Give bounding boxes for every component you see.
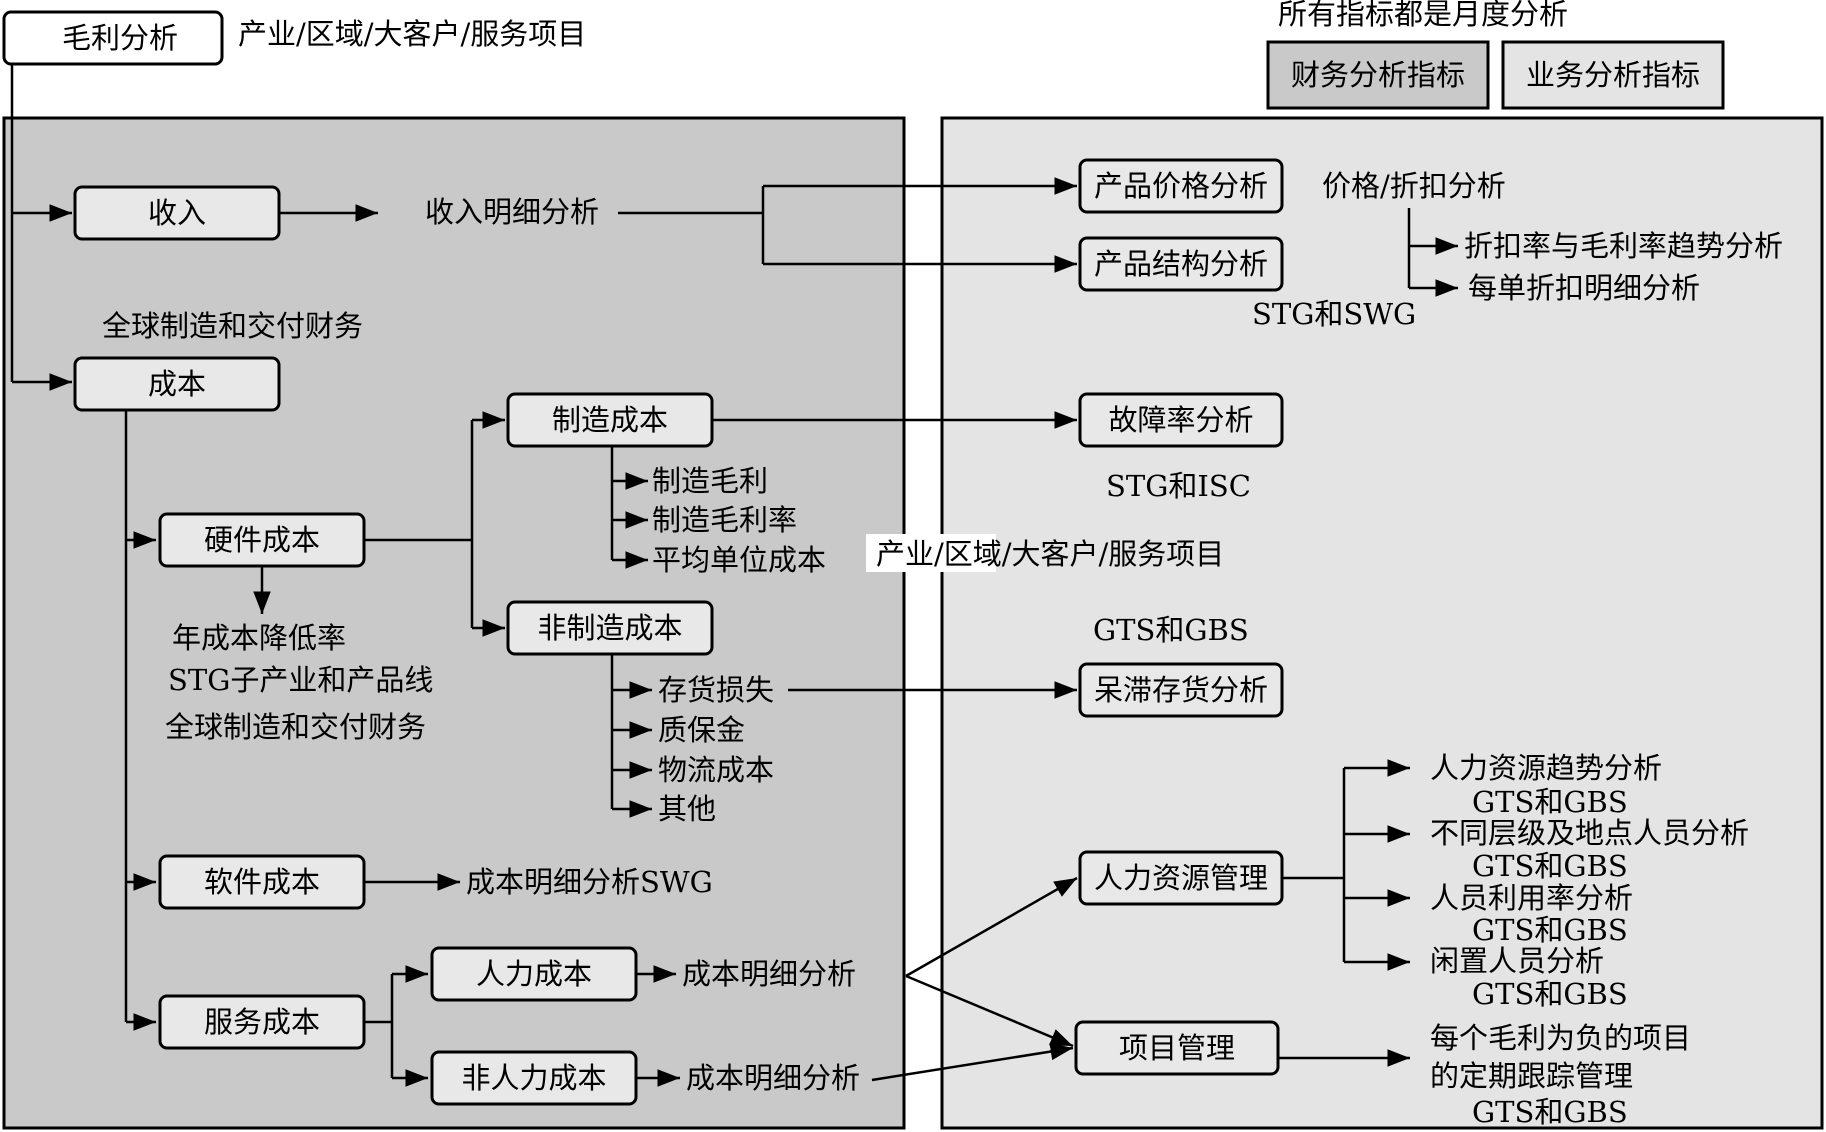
legend-business-label: 业务分析指标 xyxy=(1526,58,1700,92)
monthly-note: 所有指标都是月度分析 xyxy=(1278,0,1568,31)
global-finance-label: 全球制造和交付财务 xyxy=(102,309,363,343)
gross-margin-dimensions: 产业/区域/大客户/服务项目 xyxy=(238,17,586,51)
project-note-1: 每个毛利为负的项目 xyxy=(1430,1021,1691,1055)
hr-item-4-label: 闲置人员分析 xyxy=(1430,944,1604,978)
mfg-item-1: 制造毛利 xyxy=(652,464,768,498)
non-labor-cost-label: 非人力成本 xyxy=(461,1061,606,1095)
hr-item-3-owner: GTS和GBS xyxy=(1472,913,1628,947)
software-detail-label: 成本明细分析SWG xyxy=(466,865,713,899)
slow-inventory-label: 呆滞存货分析 xyxy=(1094,673,1268,707)
stg-isc-label: STG和ISC xyxy=(1106,469,1251,503)
revenue-detail-label: 收入明细分析 xyxy=(425,195,599,229)
hw-note-2: STG子产业和产品线 xyxy=(168,663,433,697)
project-owner: GTS和GBS xyxy=(1472,1095,1628,1129)
manufacturing-cost-label: 制造成本 xyxy=(552,403,668,437)
hr-item-2-owner: GTS和GBS xyxy=(1472,849,1628,883)
connector-arrow xyxy=(905,974,1074,1048)
labor-cost-label: 人力成本 xyxy=(476,957,592,991)
failure-rate-label: 故障率分析 xyxy=(1108,403,1253,437)
hr-item-3-label: 人员利用率分析 xyxy=(1430,881,1633,915)
business-panel xyxy=(940,116,1824,1130)
project-management-label: 项目管理 xyxy=(1119,1031,1235,1065)
service-cost-label: 服务成本 xyxy=(204,1005,320,1039)
non-manufacturing-cost-label: 非制造成本 xyxy=(537,611,682,645)
connector-arrow xyxy=(871,1042,1074,1082)
gross-margin-label: 毛利分析 xyxy=(62,21,178,55)
mfg-item-2: 制造毛利率 xyxy=(652,503,797,537)
gts-gbs-top-label: GTS和GBS xyxy=(1093,613,1249,647)
nonmfg-item-4: 其他 xyxy=(658,792,716,826)
hardware-cost-label: 硬件成本 xyxy=(204,523,320,557)
labor-detail-label: 成本明细分析 xyxy=(682,957,856,991)
dims-label-background xyxy=(866,534,996,572)
nonmfg-item-3: 物流成本 xyxy=(658,753,774,787)
structure-analysis-label: 产品结构分析 xyxy=(1094,247,1268,281)
legend-financial-box xyxy=(1266,40,1490,110)
hw-note-1: 年成本降低率 xyxy=(172,621,346,655)
mfg-item-3: 平均单位成本 xyxy=(652,543,826,577)
structure-analysis-box[interactable] xyxy=(1078,236,1284,292)
price-discount-label: 价格/折扣分析 xyxy=(1322,169,1506,203)
hr-management-label: 人力资源管理 xyxy=(1094,861,1268,895)
project-management-box[interactable] xyxy=(1074,1020,1280,1076)
order-discount-label: 每单折扣明细分析 xyxy=(1468,271,1700,305)
cost-label: 成本 xyxy=(148,367,206,401)
stg-swg-label: STG和SWG xyxy=(1252,297,1416,331)
non-labor-detail-label: 成本明细分析 xyxy=(686,1061,860,1095)
legend-financial-label: 财务分析指标 xyxy=(1291,58,1465,92)
hw-note-3: 全球制造和交付财务 xyxy=(165,710,426,744)
hr-item-1-label: 人力资源趋势分析 xyxy=(1430,751,1662,785)
revenue-label: 收入 xyxy=(148,196,206,230)
hr-item-2-label: 不同层级及地点人员分析 xyxy=(1430,816,1749,850)
hr-item-4-owner: GTS和GBS xyxy=(1472,977,1628,1011)
slow-inventory-box[interactable] xyxy=(1078,662,1284,718)
legend-business-box xyxy=(1501,40,1725,110)
cost-box[interactable] xyxy=(73,356,281,412)
nonmfg-item-1: 存货损失 xyxy=(658,673,774,707)
discount-trend-label: 折扣率与毛利率趋势分析 xyxy=(1464,229,1783,263)
price-analysis-box[interactable] xyxy=(1078,158,1284,214)
connector-arrow xyxy=(905,876,1078,978)
middle-dims-label: 产业/区域/大客户/服务项目 xyxy=(876,537,1224,571)
software-cost-label: 软件成本 xyxy=(204,865,320,899)
failure-rate-box[interactable] xyxy=(1078,392,1284,448)
nonmfg-item-2: 质保金 xyxy=(658,713,745,747)
price-analysis-label: 产品价格分析 xyxy=(1094,169,1268,203)
non-manufacturing-cost-box[interactable] xyxy=(506,600,714,656)
hr-item-1-owner: GTS和GBS xyxy=(1472,785,1628,819)
gross-margin-box[interactable] xyxy=(2,10,224,66)
project-note-2: 的定期跟踪管理 xyxy=(1430,1059,1633,1093)
